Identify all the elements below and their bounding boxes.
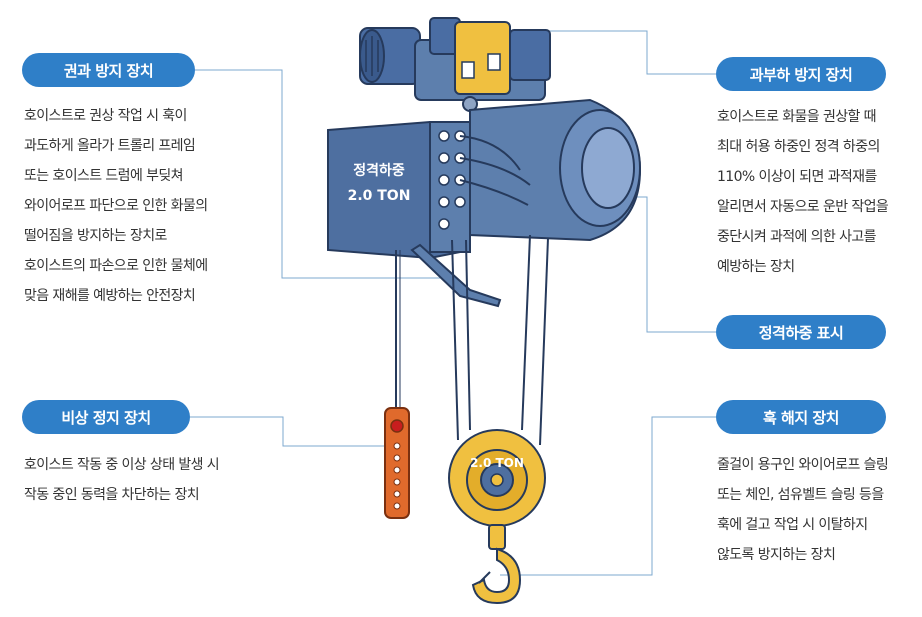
desc-line: 맞음 재해를 예방하는 안전장치 [24,288,196,304]
desc-line: 호이스트 작동 중 이상 상태 발생 시 [24,457,220,473]
desc-line: 최대 허용 하중인 정격 하중의 [717,139,880,155]
leader-line-overload [509,30,716,75]
desc-line: 중단시켜 과적에 의한 사고를 [717,229,877,245]
desc-line: 않도록 방지하는 장치 [717,547,836,563]
rated-load-plate-line2: 2.0 TON [348,188,411,204]
overload-device-badge: 과부하 방지 장치 [716,57,886,91]
emergency-stop-badge: 비상 정지 장치 [22,400,190,434]
desc-line: 알리면서 자동으로 운반 작업을 [717,199,889,215]
rated-load-plate-line1: 정격하중 [353,162,405,179]
desc-line: 줄걸이 용구인 와이어로프 슬링 [717,457,889,473]
desc-line: 예방하는 장치 [717,259,795,275]
rated-load-display-badge: 정격하중 표시 [716,315,886,349]
desc-line: 와이어로프 파단으로 인한 화물의 [24,198,208,214]
desc-line: 작동 중인 동력을 차단하는 장치 [24,487,200,503]
hook-block-label: 2.0 TON [470,456,524,470]
leader-line-overhoist [195,69,452,279]
limit-switch [410,243,502,308]
desc-line: 호이스트의 파손으로 인한 물체에 [24,258,208,274]
desc-line: 또는 호이스트 드럼에 부딪쳐 [24,168,184,184]
desc-line: 과도하게 올라가 트롤리 프레임 [24,138,196,154]
overload-device-description: 호이스트로 화물을 권상할 때 최대 허용 하중인 정격 하중의 110% 이상… [717,102,889,282]
emergency-stop-pendant [384,407,410,519]
desc-line: 호이스트로 화물을 권상할 때 [717,109,877,125]
desc-line: 떨어짐을 방지하는 장치로 [24,228,167,244]
desc-line: 또는 체인, 섬유벨트 슬링 등을 [717,487,884,503]
hook-latch-badge: 훅 해지 장치 [716,400,886,434]
overhoist-device-badge: 권과 방지 장치 [22,53,195,87]
hook-latch-description: 줄걸이 용구인 와이어로프 슬링 또는 체인, 섬유벨트 슬링 등을 훅에 걸고… [717,450,889,570]
hook [471,547,522,605]
emergency-stop-description: 호이스트 작동 중 이상 상태 발생 시 작동 중인 동력을 차단하는 장치 [24,450,220,510]
desc-line: 훅에 걸고 작업 시 이탈하지 [717,517,868,533]
hook-latch [478,571,491,584]
desc-line: 호이스트로 권상 작업 시 훅이 [24,108,187,124]
overload-device [454,21,511,95]
overhoist-device-description: 호이스트로 권상 작업 시 훅이 과도하게 올라가 트롤리 프레임 또는 호이스… [24,101,208,311]
leader-line-hook-latch [500,416,716,576]
leader-line-emergency [190,416,386,447]
desc-line: 110% 이상이 되면 과적재를 [717,169,877,185]
